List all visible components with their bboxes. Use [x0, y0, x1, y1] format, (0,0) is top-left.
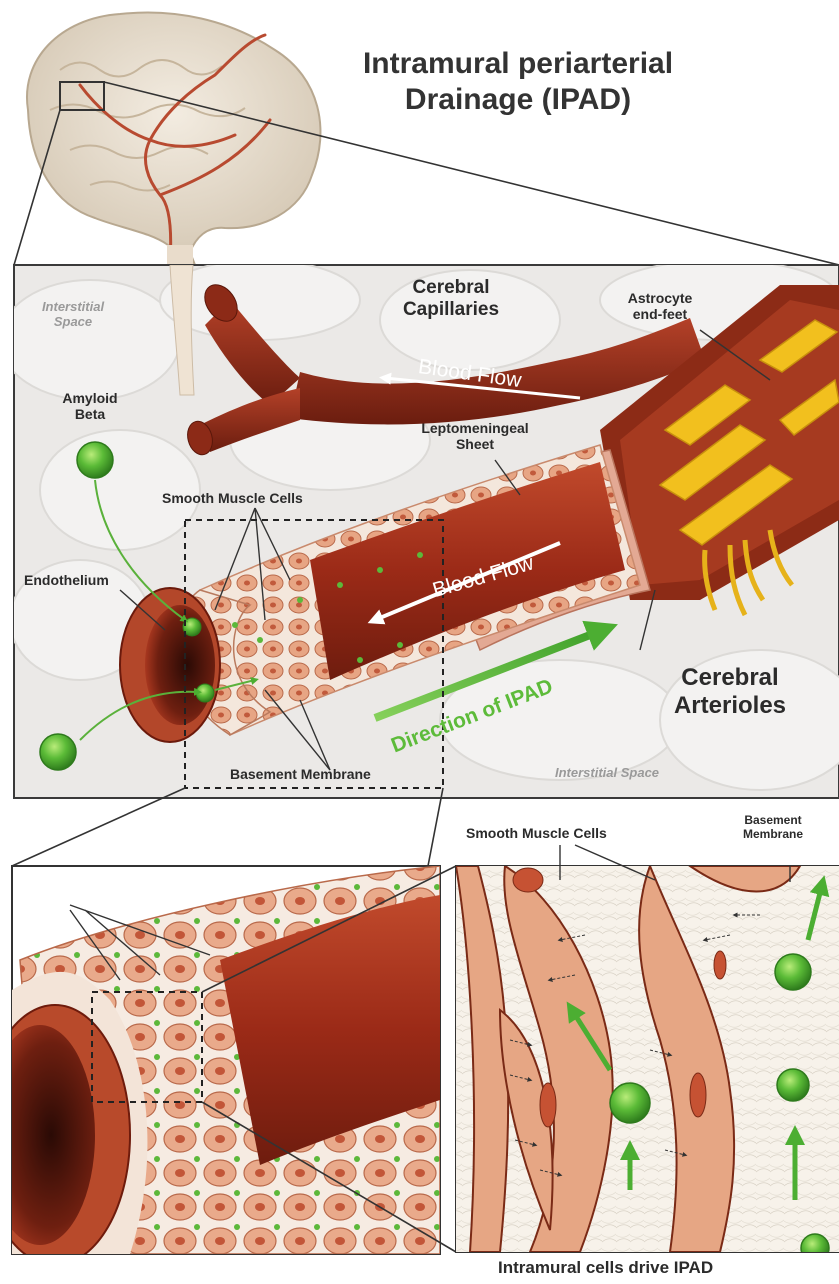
amyloid-particle [77, 442, 113, 478]
amyloid-particle [775, 954, 811, 990]
amyloid-particle [196, 684, 214, 702]
label-line: Interstitial [32, 300, 114, 315]
basement-membrane-label: Basement Membrane [230, 766, 371, 782]
amyloid-particle [777, 1069, 809, 1101]
label-line: Basement [718, 814, 828, 828]
label-line: end-feet [605, 306, 715, 322]
label-line: Cerebral [376, 277, 526, 299]
endothelium-label: Endothelium [24, 572, 109, 588]
astrocyte-endfeet-label: Astrocyte end-feet [605, 290, 715, 322]
detail-panel-left [0, 866, 440, 1265]
basement-membrane-detail-label: Basement Membrane [718, 814, 828, 842]
label-line: Capillaries [376, 299, 526, 321]
amyloid-particle [801, 1234, 829, 1262]
label-line: Membrane [718, 828, 828, 842]
label-line: Sheet [400, 436, 550, 452]
page-title: Intramural periarterial Drainage (IPAD) [318, 46, 718, 118]
smooth-muscle-cells-detail-label: Smooth Muscle Cells [466, 825, 607, 841]
leptomeningeal-sheet-label: Leptomeningeal Sheet [400, 420, 550, 452]
footer-caption: Intramural cells drive IPAD [498, 1258, 713, 1278]
label-line: Space [32, 315, 114, 330]
label-line: Cerebral [655, 664, 805, 692]
cerebral-capillaries-label: Cerebral Capillaries [376, 277, 526, 321]
label-line: Arterioles [655, 692, 805, 720]
interstitial-space-label-top: Interstitial Space [32, 300, 114, 330]
amyloid-particle [610, 1083, 650, 1123]
smooth-muscle-cells-label: Smooth Muscle Cells [162, 490, 303, 506]
title-line-2: Drainage (IPAD) [318, 82, 718, 118]
title-line-1: Intramural periarterial [318, 46, 718, 82]
label-line: Beta [40, 406, 140, 422]
interstitial-space-label-bottom: Interstitial Space [555, 766, 659, 781]
amyloid-beta-label: Amyloid Beta [40, 390, 140, 422]
detail-panel-right [456, 845, 839, 1262]
amyloid-particle [40, 734, 76, 770]
label-line: Leptomeningeal [400, 420, 550, 436]
cerebral-arterioles-label: Cerebral Arterioles [655, 664, 805, 719]
label-line: Astrocyte [605, 290, 715, 306]
label-line: Amyloid [40, 390, 140, 406]
